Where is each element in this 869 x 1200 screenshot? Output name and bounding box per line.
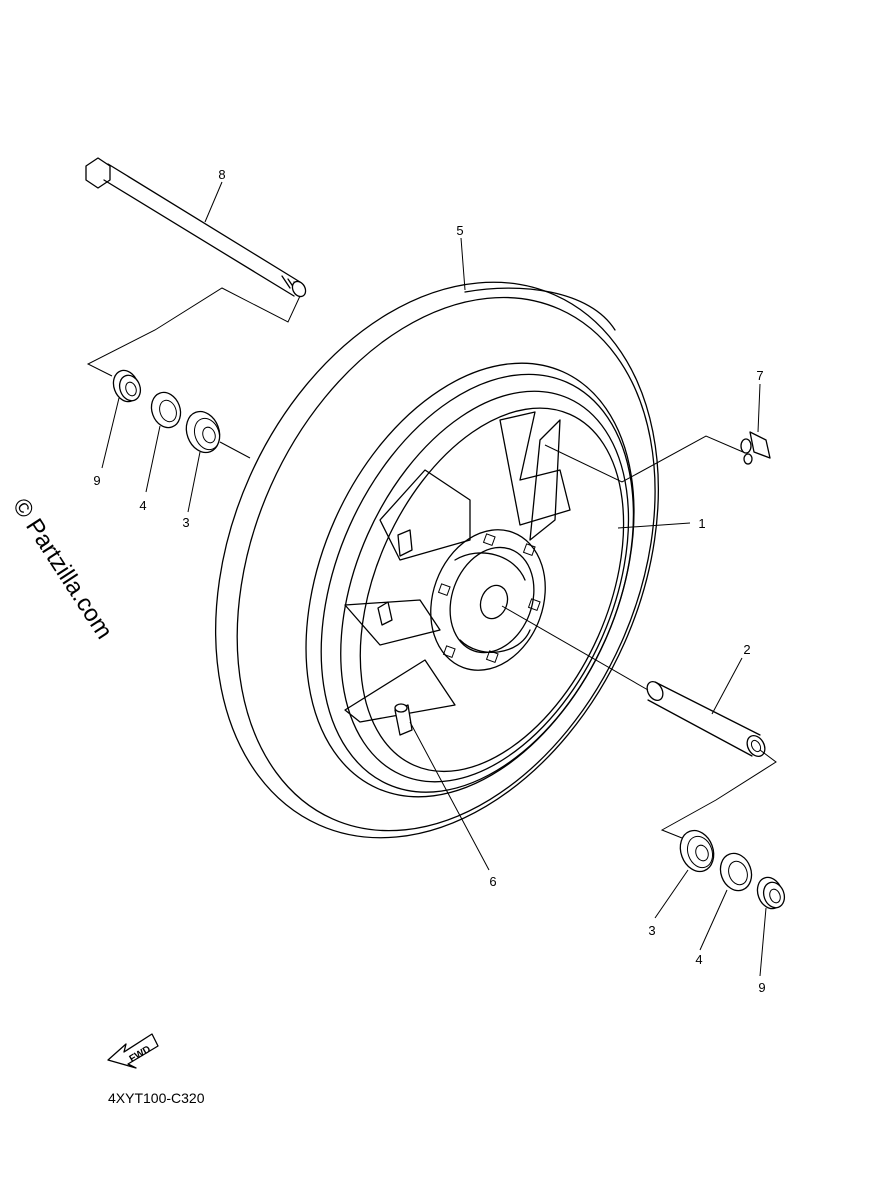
tire [215, 281, 659, 839]
callout-3-left: 3 [182, 515, 189, 530]
callout-4-left: 4 [139, 498, 146, 513]
fwd-arrow-icon: FWD [107, 1033, 159, 1069]
callout-3-right: 3 [648, 923, 655, 938]
callouts: 8 5 7 1 2 6 9 4 3 3 4 9 [93, 167, 765, 995]
wheel-spokes [344, 411, 571, 723]
valve-stem [394, 703, 413, 736]
assembly-lines [86, 287, 777, 839]
callout-1: 1 [698, 516, 705, 531]
callout-9-right: 9 [758, 980, 765, 995]
right-spacer [756, 876, 786, 910]
left-spacer [112, 369, 142, 403]
watermark: © Partzilla.com [7, 494, 118, 644]
front-axle [85, 157, 307, 298]
axle-collar [646, 681, 766, 757]
wheel-rim [305, 362, 635, 798]
right-bearing [679, 829, 715, 873]
diagram-part-code: 4XYT100-C320 [108, 1090, 205, 1106]
balance-weight [740, 431, 771, 465]
callout-5: 5 [456, 223, 463, 238]
callout-4-right: 4 [695, 952, 702, 967]
callout-6: 6 [489, 874, 496, 889]
callout-9-left: 9 [93, 473, 100, 488]
callout-2: 2 [743, 642, 750, 657]
left-bearing [185, 410, 221, 454]
left-oil-seal [150, 391, 182, 429]
callout-7: 7 [756, 368, 763, 383]
right-oil-seal [719, 852, 753, 892]
wheel-hub [430, 529, 546, 671]
callout-8: 8 [218, 167, 225, 182]
leader-lines [101, 181, 767, 977]
